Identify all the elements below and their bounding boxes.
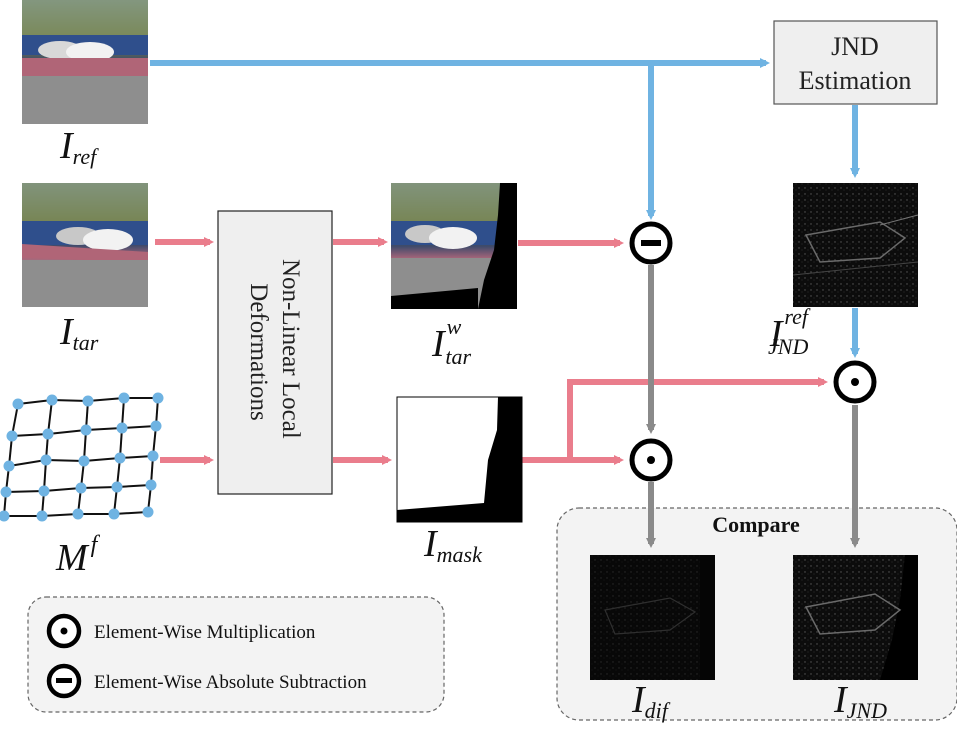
compare-title: Compare [712,512,800,537]
grid-edge [51,399,89,402]
legend-mult-label: Element-Wise Multiplication [94,622,316,643]
grid-edge [45,459,85,462]
grid-node [147,450,159,462]
label-dif: Idif [631,679,671,723]
grid-node [78,455,90,467]
grid-edge [83,457,121,462]
grid-node [0,510,10,522]
dif-map [590,555,715,680]
legend-panel [27,596,445,713]
grid-node [82,395,94,407]
deform-box: Non-Linear Local Deformations [217,210,333,495]
jnd-estimation-box: JND Estimation [773,20,938,105]
grid-node [72,508,84,520]
grid-edge [113,511,149,515]
grid-node [0,486,12,498]
arrow-mask-to-jnd-mult [567,377,828,460]
grid-node [38,485,50,497]
jnd-box-line1: JND [831,32,879,61]
ref-image [22,0,148,124]
grid-node [114,452,126,464]
label-mask: Imask [423,523,483,567]
mask-image [396,396,523,523]
grid-edge [41,513,79,517]
grid-node [3,460,15,472]
subtraction-operator [629,221,673,265]
grid-node [36,510,48,522]
grid-node [150,420,162,432]
jnd-multiplication-operator [833,360,877,404]
jnd-ref-map [792,183,919,307]
label-jnd: IJND [833,679,887,723]
grid-node [46,394,58,406]
grid-node [142,506,154,518]
grid-node [118,392,130,404]
label-tar: Itar [59,311,99,355]
grid-edge [85,427,123,431]
tar-warped-image [391,183,517,309]
legend-mult-icon [46,613,82,649]
grid-edge [119,455,154,459]
grid-node [116,422,128,434]
deform-line1: Non-Linear Local [277,259,304,439]
legend-sub-icon [46,663,82,699]
grid-edge [5,490,45,493]
grid-node [145,479,157,491]
deform-line2: Deformations [245,283,272,420]
grid-edge [87,397,125,402]
grid-node [42,428,54,440]
grid-node [75,482,87,494]
tar-image [22,183,148,307]
grid-node [40,454,52,466]
grid-node [108,508,120,520]
grid-edge [17,399,53,405]
grid-node [12,398,24,410]
grid-node [80,424,92,436]
jnd-map [793,555,918,680]
grid-edge [47,429,87,435]
jnd-box-line2: Estimation [799,66,912,95]
grid-node [6,430,18,442]
grid-edge [116,484,152,488]
label-ref: Iref [59,125,99,169]
grid-edge [47,399,53,435]
grid-edge [80,486,118,489]
grid-edge [11,433,49,437]
grid-edge [121,425,157,429]
grid-node [111,481,123,493]
flow-grid [0,392,164,522]
mask-multiplication-operator [629,438,673,482]
grid-node [152,392,164,404]
svg-text:Non-Linear Local Deforma: Non-Linear Local Deformations [245,259,304,445]
grid-edge [8,459,47,467]
grid-edge [43,487,82,492]
legend-sub-label: Element-Wise Absolute Subtraction [94,672,367,693]
